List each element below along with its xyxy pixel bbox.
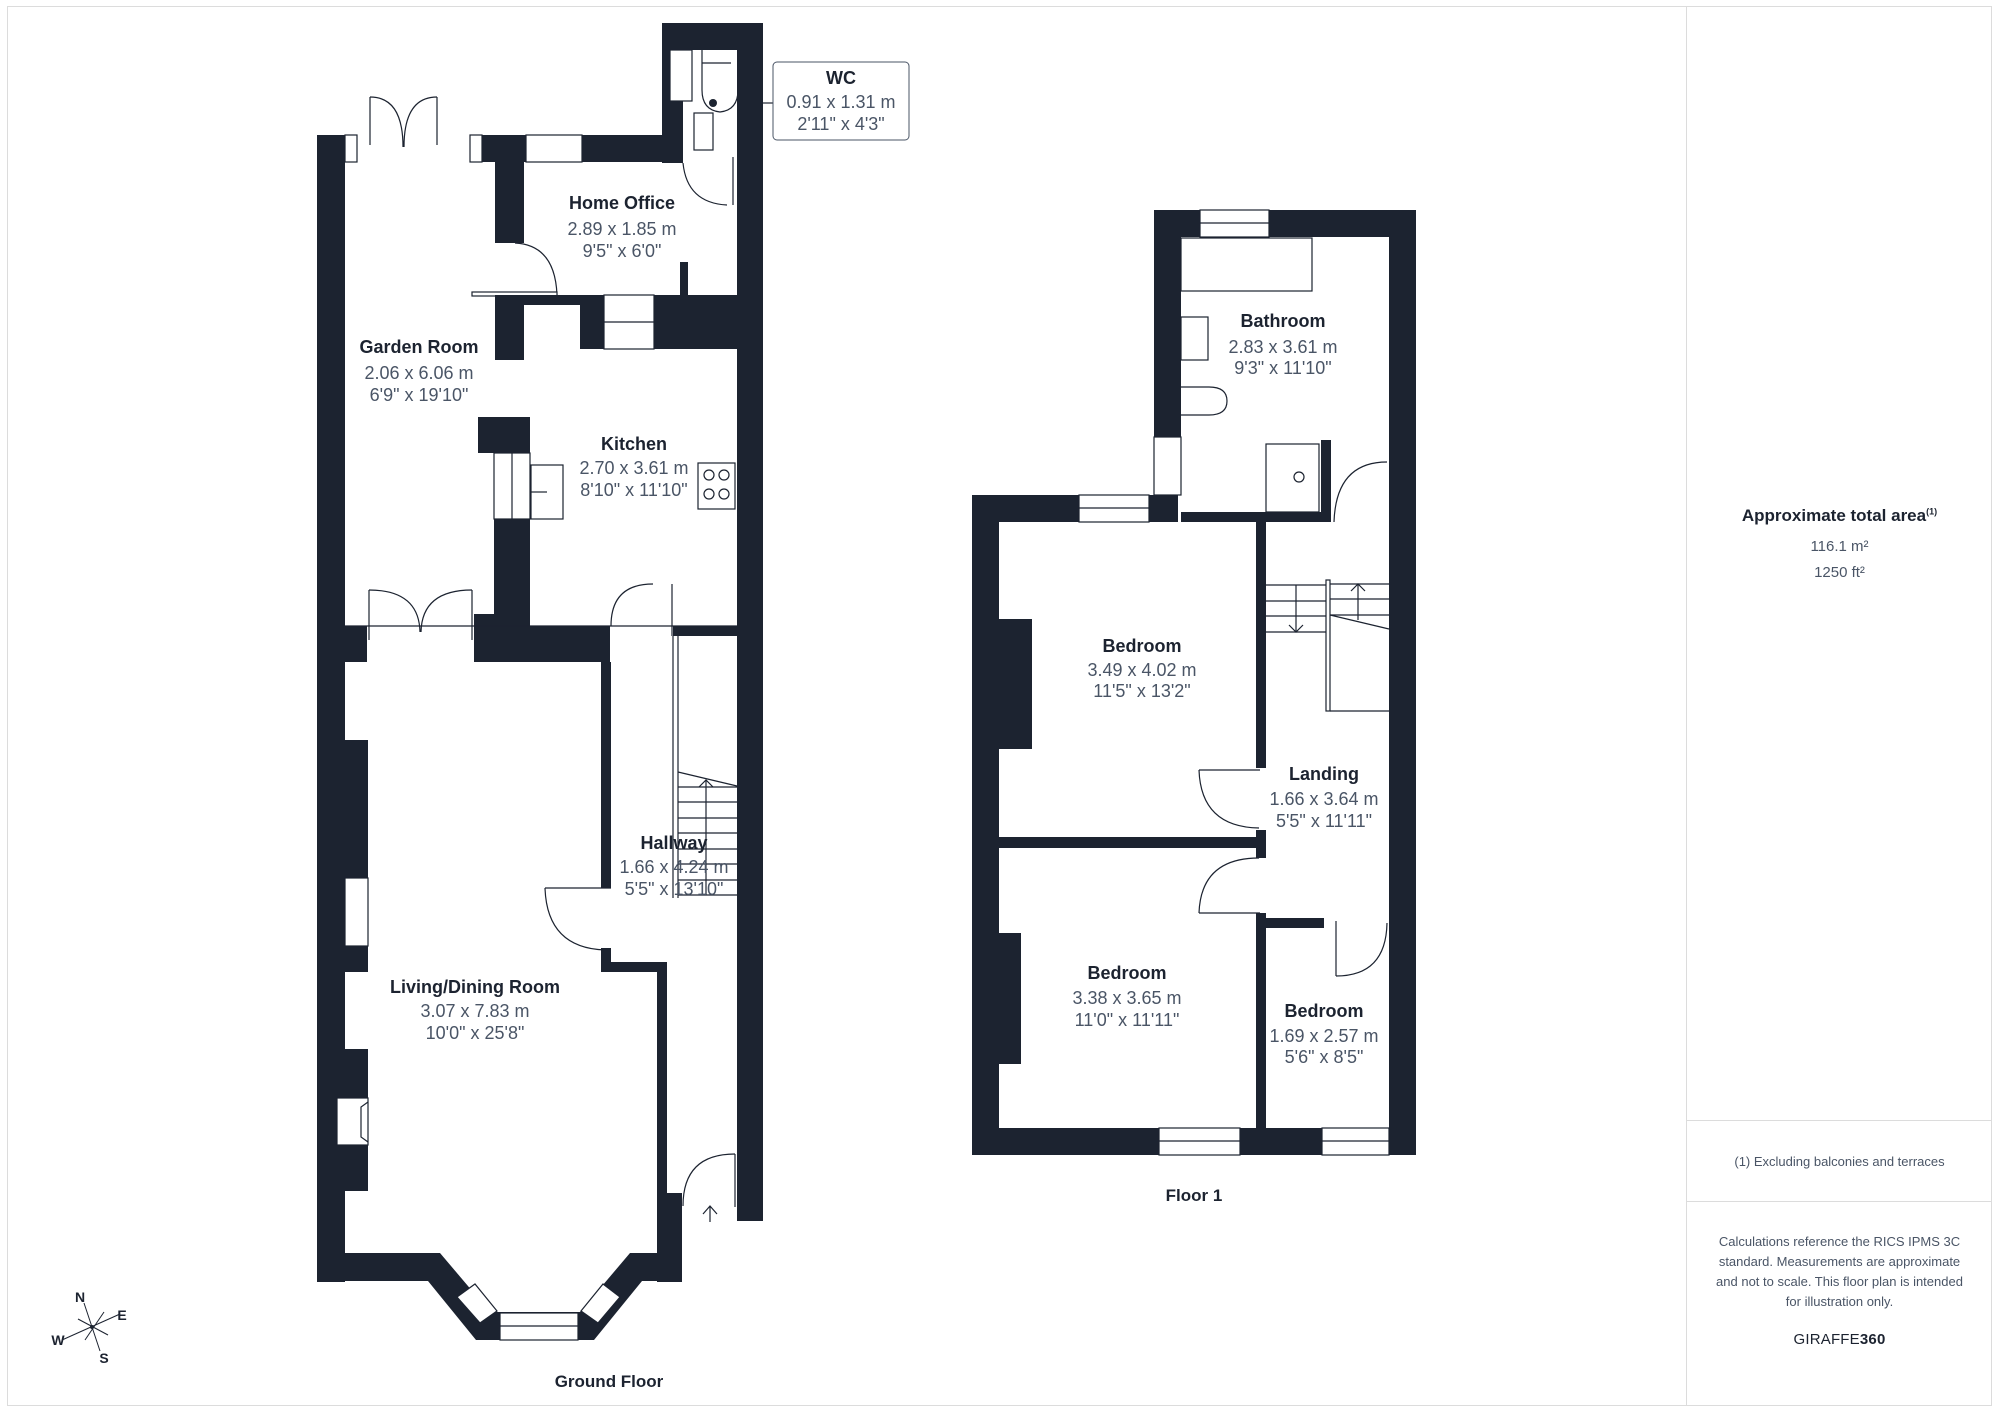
room-name: Garden Room <box>359 337 478 357</box>
room-metric: 1.66 x 4.24 m <box>619 857 728 877</box>
room-name: Bedroom <box>1284 1001 1363 1021</box>
compass-east: E <box>117 1307 126 1323</box>
room-label-home-office: Home Office 2.89 x 1.85 m 9'5" x 6'0" <box>567 193 676 261</box>
room-name: Bedroom <box>1087 963 1166 983</box>
brand-name: GIRAFFE <box>1793 1331 1860 1348</box>
room-imperial: 5'5" x 11'11" <box>1276 811 1372 831</box>
brand-logo: GIRAFFE360 <box>1709 1330 1970 1350</box>
room-label-bedroom-2: Bedroom 3.38 x 3.65 m 11'0" x 11'11" <box>1072 963 1181 1030</box>
disclaimer-block: Calculations reference the RICS IPMS 3C … <box>1709 1232 1970 1350</box>
room-imperial: 8'10" x 11'10" <box>580 480 687 500</box>
room-name: Living/Dining Room <box>390 977 560 997</box>
room-label-bathroom: Bathroom 2.83 x 3.61 m 9'3" x 11'10" <box>1228 311 1337 378</box>
room-label-wc: WC 0.91 x 1.31 m 2'11" x 4'3" <box>763 61 910 141</box>
room-name: WC <box>826 68 856 88</box>
room-label-kitchen: Kitchen 2.70 x 3.61 m 8'10" x 11'10" <box>579 434 688 500</box>
room-imperial: 6'9" x 19'10" <box>370 385 469 405</box>
compass-west: W <box>51 1332 65 1348</box>
compass-rose-icon: N E W S <box>51 1289 126 1366</box>
room-imperial: 5'5" x 13'10" <box>625 879 724 899</box>
footnote: (1) Excluding balconies and terraces <box>1687 1120 1992 1202</box>
room-metric: 1.66 x 3.64 m <box>1269 789 1378 809</box>
room-metric: 1.69 x 2.57 m <box>1269 1026 1378 1046</box>
room-imperial: 9'5" x 6'0" <box>583 241 662 261</box>
footnote-text: (1) Excluding balconies and terraces <box>1734 1153 1945 1169</box>
total-area-title: Approximate total area(1) <box>1687 506 1992 526</box>
floor-title-first: Floor 1 <box>1166 1186 1223 1205</box>
ground-floor-plan <box>317 23 763 1341</box>
room-metric: 3.38 x 3.65 m <box>1072 988 1181 1008</box>
room-label-garden-room: Garden Room 2.06 x 6.06 m 6'9" x 19'10" <box>359 337 478 405</box>
room-imperial: 10'0" x 25'8" <box>426 1023 525 1043</box>
room-metric: 2.70 x 3.61 m <box>579 458 688 478</box>
room-name: Home Office <box>569 193 675 213</box>
room-name: Kitchen <box>601 434 667 454</box>
room-metric: 3.07 x 7.83 m <box>420 1001 529 1021</box>
room-name: Landing <box>1289 764 1359 784</box>
room-metric: 3.49 x 4.02 m <box>1087 660 1196 680</box>
summary-panel: Approximate total area(1) 116.1 m² 1250 … <box>1686 6 1992 1406</box>
room-metric: 0.91 x 1.31 m <box>786 92 895 112</box>
room-label-bedroom-1: Bedroom 3.49 x 4.02 m 11'5" x 13'2" <box>1087 636 1196 701</box>
room-imperial: 9'3" x 11'10" <box>1234 358 1331 378</box>
total-area-imperial: 1250 ft² <box>1814 564 1865 581</box>
room-name: Bedroom <box>1102 636 1181 656</box>
room-imperial: 5'6" x 8'5" <box>1285 1047 1364 1067</box>
disclaimer-text: Calculations reference the RICS IPMS 3C … <box>1716 1234 1963 1309</box>
footnote-marker: (1) <box>1926 506 1938 517</box>
room-label-living-dining: Living/Dining Room 3.07 x 7.83 m 10'0" x… <box>390 977 560 1043</box>
first-floor-plan <box>972 209 1416 1156</box>
compass-north: N <box>75 1289 85 1305</box>
floor-title-ground: Ground Floor <box>555 1372 664 1391</box>
room-name: Hallway <box>640 833 707 853</box>
room-label-landing: Landing 1.66 x 3.64 m 5'5" x 11'11" <box>1269 764 1378 831</box>
total-area-block: Approximate total area(1) 116.1 m² 1250 … <box>1687 506 1992 581</box>
page-frame <box>7 6 1992 1406</box>
room-name: Bathroom <box>1241 311 1326 331</box>
room-imperial: 11'5" x 13'2" <box>1093 681 1190 701</box>
room-label-bedroom-3: Bedroom 1.69 x 2.57 m 5'6" x 8'5" <box>1269 1001 1378 1067</box>
room-metric: 2.89 x 1.85 m <box>567 219 676 239</box>
room-imperial: 11'0" x 11'11" <box>1075 1010 1180 1030</box>
brand-number: 360 <box>1859 1331 1886 1348</box>
compass-south: S <box>99 1350 108 1366</box>
total-area-metric: 116.1 m² <box>1810 538 1869 555</box>
total-area-title-text: Approximate total area <box>1741 506 1927 525</box>
room-metric: 2.06 x 6.06 m <box>364 363 473 383</box>
room-imperial: 2'11" x 4'3" <box>797 114 884 134</box>
room-metric: 2.83 x 3.61 m <box>1228 337 1337 357</box>
room-label-hallway: Hallway 1.66 x 4.24 m 5'5" x 13'10" <box>619 833 728 899</box>
